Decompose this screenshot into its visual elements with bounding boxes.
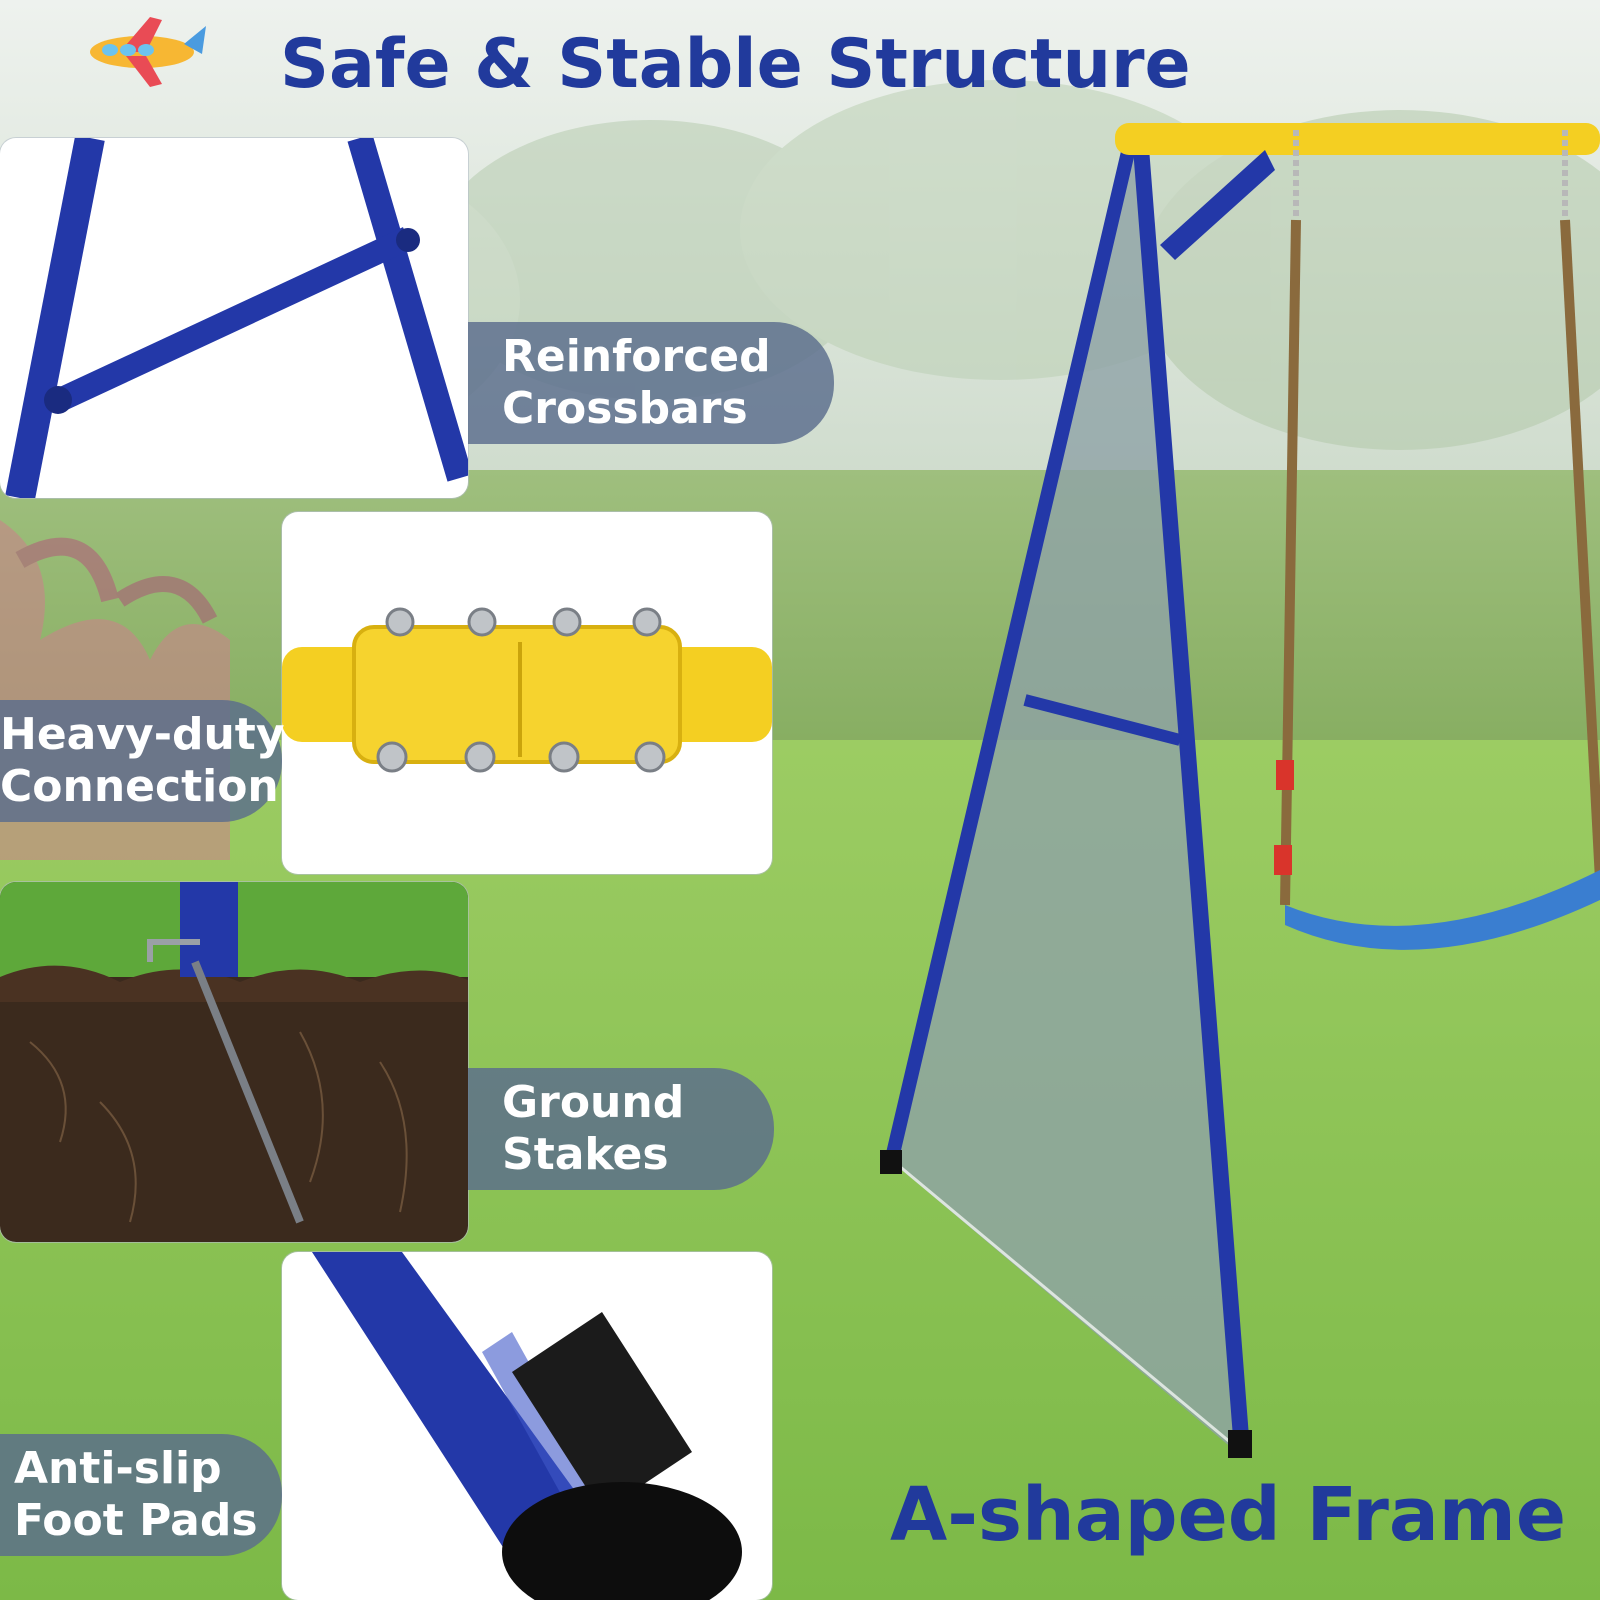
feature-label-connection: Heavy-duty Connection [0, 700, 285, 822]
a-frame-panel [890, 135, 1240, 1455]
feature-label-line: Crossbars [502, 383, 748, 434]
rope-grip [1276, 760, 1294, 790]
connection-illustration [282, 607, 772, 773]
top-beam [1115, 123, 1600, 155]
feature-label-line: Stakes [502, 1129, 669, 1180]
a-frame-bottom-edge [891, 1158, 1243, 1454]
foot-pad-detail-panel [282, 1252, 772, 1600]
ground-stake-detail-panel [0, 882, 468, 1242]
swing-seat [1285, 870, 1600, 950]
feature-label-line: Foot Pads [14, 1495, 258, 1546]
crossbar-detail-panel [0, 138, 468, 498]
feature-label-foot-pads: Anti-slip Foot Pads [0, 1434, 282, 1556]
ground-stake-illustration [0, 882, 468, 1242]
hedge [0, 470, 1600, 760]
feature-label-line: Heavy-duty [0, 709, 285, 760]
feature-label-crossbars: Reinforced Crossbars [468, 322, 834, 444]
rope-grip [1274, 845, 1292, 875]
foot-pad-illustration [312, 1252, 742, 1600]
swing-rope [1560, 219, 1600, 881]
frame-foot [1228, 1430, 1252, 1458]
connection-detail-panel [282, 512, 772, 874]
a-frame-right-leg [1132, 127, 1250, 1458]
feature-label-line: Reinforced [502, 331, 771, 382]
frame-caption: A-shaped Frame [890, 1472, 1567, 1558]
a-frame-crossbar [1023, 694, 1182, 746]
a-frame-left-leg [885, 128, 1139, 1165]
feature-label-line: Anti-slip [14, 1443, 222, 1494]
crossbar-illustration [5, 138, 468, 498]
feature-label-line: Connection [0, 761, 279, 812]
swing-rope [1280, 219, 1301, 906]
a-frame-illustration [880, 123, 1600, 1458]
feature-label-line: Ground [502, 1077, 685, 1128]
airplane-icon [90, 17, 206, 87]
frame-foot [880, 1150, 902, 1174]
beam-bracket [1160, 150, 1275, 260]
page-title: Safe & Stable Structure [280, 25, 1191, 104]
feature-label-stakes: Ground Stakes [468, 1068, 774, 1190]
